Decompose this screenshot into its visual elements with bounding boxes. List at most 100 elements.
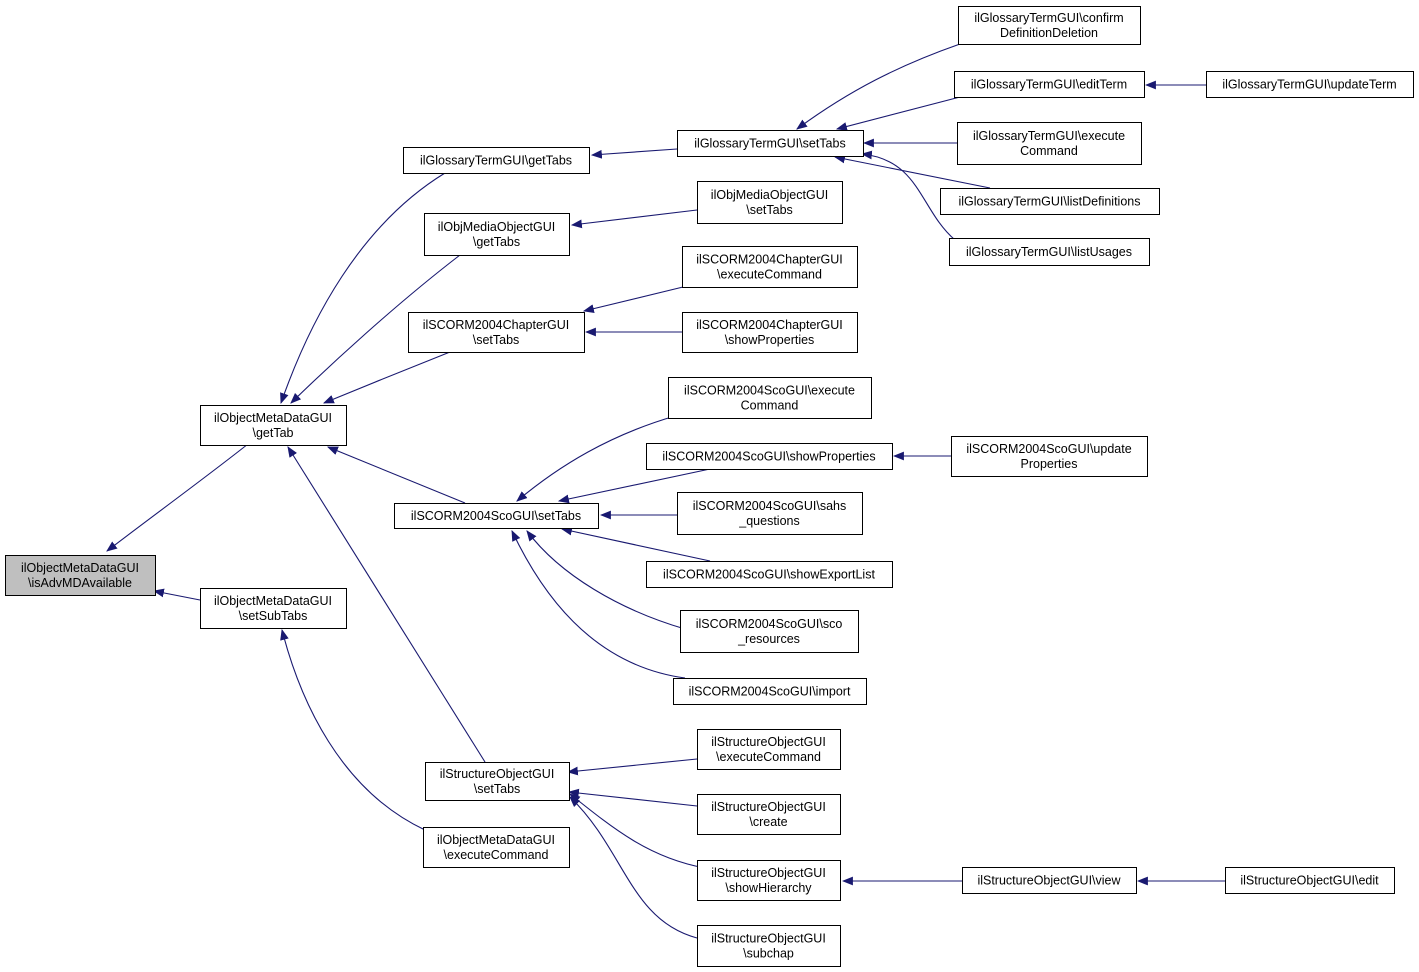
node-label-line: _questions (738, 514, 799, 528)
node-label-line: \create (749, 815, 787, 829)
node-label-line: ilGlossaryTermGUI\listUsages (966, 245, 1132, 259)
node-label-line: ilGlossaryTermGUI\updateTerm (1222, 78, 1396, 92)
node-box (394, 503, 599, 529)
node-gettab[interactable]: ilObjectMetaDataGUI\getTab (200, 405, 347, 446)
edge-omd_execute-to-setsubtabs (280, 628, 426, 831)
edge-sco_showprops-to-sco_settabs (557, 468, 711, 504)
node-label-line: \showHierarchy (725, 881, 812, 895)
node-label-line: ilStructureObjectGUI (440, 767, 555, 781)
node-sco-settabs[interactable]: ilSCORM2004ScoGUI\setTabs (394, 503, 599, 529)
node-label-line: Command (741, 399, 799, 413)
node-label-line: ilGlossaryTermGUI\listDefinitions (959, 195, 1141, 209)
node-gloss-settabs[interactable]: ilGlossaryTermGUI\setTabs (677, 130, 864, 157)
edge-objmedia_gettabs-to-gettab (290, 254, 461, 404)
node-gloss-updateterm[interactable]: ilGlossaryTermGUI\updateTerm (1206, 71, 1414, 98)
node-struct-execute[interactable]: ilStructureObjectGUI\executeCommand (697, 729, 841, 770)
node-label-line: ilObjectMetaDataGUI (21, 561, 139, 575)
node-struct-edit[interactable]: ilStructureObjectGUI\edit (1225, 867, 1395, 894)
node-box (1206, 71, 1414, 98)
nodes: ilObjectMetaDataGUI\isAdvMDAvailableilOb… (5, 6, 1414, 967)
node-label-line: \setTabs (474, 782, 521, 796)
node-box (954, 71, 1145, 98)
node-chapter-execute[interactable]: ilSCORM2004ChapterGUI\executeCommand (682, 246, 858, 288)
node-box (403, 147, 590, 174)
edge-gloss_settabs-to-gloss_gettabs (590, 148, 678, 159)
node-box (668, 377, 872, 419)
node-struct-showhier[interactable]: ilStructureObjectGUI\showHierarchy (697, 860, 841, 901)
node-label-line: ilObjMediaObjectGUI (711, 188, 828, 202)
edge-struct_execute-to-struct_settabs (566, 758, 698, 776)
node-box (408, 312, 585, 353)
node-root[interactable]: ilObjectMetaDataGUI\isAdvMDAvailable (5, 555, 156, 596)
node-box (646, 561, 893, 588)
node-sco-showprops[interactable]: ilSCORM2004ScoGUI\showProperties (646, 443, 893, 470)
node-box (677, 492, 863, 535)
node-sco-sahs[interactable]: ilSCORM2004ScoGUI\sahs_questions (677, 492, 863, 535)
edge-struct_showhier-to-struct_settabs (569, 793, 706, 869)
node-label-line: ilObjectMetaDataGUI (214, 411, 332, 425)
edge-struct_create-to-struct_settabs (567, 788, 698, 807)
node-label-line: \getTabs (473, 235, 520, 249)
edge-gloss_confirm-to-gloss_settabs (796, 43, 961, 130)
node-label-line: ilObjectMetaDataGUI (214, 594, 332, 608)
node-gloss-confirm[interactable]: ilGlossaryTermGUI\confirmDefinitionDelet… (958, 6, 1141, 45)
node-objmedia-settabs[interactable]: ilObjMediaObjectGUI\setTabs (697, 181, 843, 224)
node-objmedia-gettabs[interactable]: ilObjMediaObjectGUI\getTabs (424, 213, 570, 256)
node-setsubtabs[interactable]: ilObjectMetaDataGUI\setSubTabs (200, 588, 347, 629)
node-box (423, 827, 570, 868)
node-box (425, 762, 570, 801)
node-struct-view[interactable]: ilStructureObjectGUI\view (962, 867, 1137, 894)
node-label-line: \getTab (252, 426, 293, 440)
node-label-line: ilStructureObjectGUI (711, 735, 826, 749)
node-gloss-execute[interactable]: ilGlossaryTermGUI\executeCommand (957, 122, 1142, 165)
edge-objmedia_settabs-to-objmedia_gettabs (570, 209, 698, 229)
edge-gettab-to-root (106, 443, 249, 552)
node-label-line: ilGlossaryTermGUI\setTabs (694, 137, 845, 151)
node-label-line: ilSCORM2004ScoGUI\execute (684, 384, 855, 398)
node-struct-create[interactable]: ilStructureObjectGUI\create (697, 794, 841, 835)
node-label-line: ilStructureObjectGUI (711, 932, 826, 946)
node-sco-resources[interactable]: ilSCORM2004ScoGUI\sco_resources (680, 610, 859, 653)
node-box (200, 405, 347, 446)
node-chapter-settabs[interactable]: ilSCORM2004ChapterGUI\setTabs (408, 312, 585, 353)
node-box (697, 860, 841, 901)
node-sco-exportlist[interactable]: ilSCORM2004ScoGUI\showExportList (646, 561, 893, 588)
node-label-line: ilObjMediaObjectGUI (438, 220, 555, 234)
node-label-line: ilStructureObjectGUI\view (977, 874, 1121, 888)
node-label-line: ilGlossaryTermGUI\editTerm (971, 78, 1127, 92)
node-label-line: ilStructureObjectGUI (711, 800, 826, 814)
node-gloss-listusages[interactable]: ilGlossaryTermGUI\listUsages (949, 238, 1150, 266)
node-struct-subchap[interactable]: ilStructureObjectGUI\subchap (697, 925, 841, 967)
node-label-line: \executeCommand (717, 268, 822, 282)
edge-gloss_gettabs-to-gettab (280, 172, 446, 405)
edge-setsubtabs-to-root (152, 588, 201, 601)
node-label-line: \setTabs (746, 203, 793, 217)
node-label-line: \isAdvMDAvailable (28, 576, 132, 590)
node-chapter-showprops[interactable]: ilSCORM2004ChapterGUI\showProperties (682, 312, 858, 353)
node-box (424, 213, 570, 256)
node-box (697, 794, 841, 835)
node-label-line: ilSCORM2004ChapterGUI (423, 318, 570, 332)
node-omd-execute[interactable]: ilObjectMetaDataGUI\executeCommand (423, 827, 570, 868)
node-box (697, 181, 843, 224)
node-sco-execute[interactable]: ilSCORM2004ScoGUI\executeCommand (668, 377, 872, 419)
edge-chapter_execute-to-chapter_settabs (582, 286, 684, 313)
node-label-line: DefinitionDeletion (1000, 26, 1098, 40)
node-label-line: ilGlossaryTermGUI\confirm (974, 11, 1123, 25)
edge-gloss_listusages-to-gloss_settabs (860, 150, 956, 241)
node-gloss-editterm[interactable]: ilGlossaryTermGUI\editTerm (954, 71, 1145, 98)
node-box (949, 238, 1150, 266)
node-box (940, 188, 1160, 215)
edge-gloss_listdefs-to-gloss_settabs (833, 154, 991, 189)
node-label-line: ilSCORM2004ScoGUI\update (966, 442, 1131, 456)
edge-chapter_settabs-to-gettab (322, 351, 451, 404)
node-label-line: ilSCORM2004ScoGUI\import (689, 685, 851, 699)
node-label-line: Properties (1021, 457, 1078, 471)
node-label-line: ilSCORM2004ScoGUI\sahs (693, 499, 847, 513)
node-gloss-listdefs[interactable]: ilGlossaryTermGUI\listDefinitions (940, 188, 1160, 215)
node-struct-settabs[interactable]: ilStructureObjectGUI\setTabs (425, 762, 570, 801)
node-sco-import[interactable]: ilSCORM2004ScoGUI\import (673, 678, 867, 705)
node-gloss-gettabs[interactable]: ilGlossaryTermGUI\getTabs (403, 147, 590, 174)
node-box (5, 555, 156, 596)
